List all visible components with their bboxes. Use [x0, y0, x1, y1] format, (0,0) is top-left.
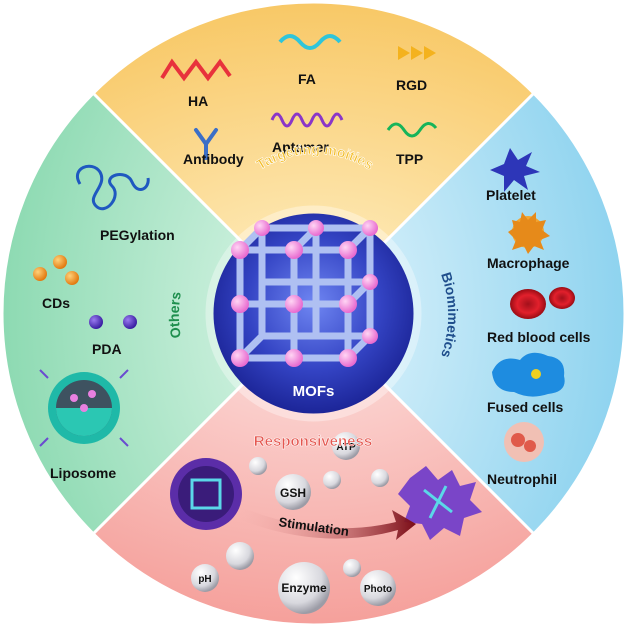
rgd-arrows-icon: [398, 46, 436, 60]
liposome-label: Liposome: [50, 465, 116, 481]
neutrophil-label: Neutrophil: [487, 471, 557, 487]
antibody-label: Antibody: [183, 151, 244, 167]
biomimetics-quadrant: [313, 93, 625, 534]
ph-bubble: [191, 564, 219, 592]
stimuli-bubbles: GSH ATP pH Enzyme Photo: [191, 432, 396, 614]
small-bubble: [371, 469, 389, 487]
fa-wave-icon: [278, 34, 342, 50]
enzyme-bubble: [278, 562, 330, 614]
intact-mof-particle-icon: [170, 458, 242, 530]
others-title: Others: [166, 290, 184, 339]
aptamer-label: Aptamer: [272, 139, 329, 155]
cds-dots-icon: [33, 255, 79, 285]
small-bubble: [249, 457, 267, 475]
aptamer-wave-icon: [270, 112, 344, 128]
ha-zigzag-icon: [160, 58, 232, 82]
platelet-icon: [490, 148, 540, 192]
rgd-label: RGD: [396, 77, 427, 93]
ha-label: HA: [188, 93, 208, 109]
photo-label: Photo: [364, 584, 392, 595]
atp-label: ATP: [336, 442, 356, 453]
others-section: PEGylation CDs PDA Liposome Others: [33, 164, 184, 481]
responsiveness-section: Stimulation GSH ATP pH Enzyme Photo Resp…: [170, 432, 482, 614]
biomimetics-section: Platelet Macrophage Red blood cells Fuse…: [438, 148, 591, 487]
platelet-label: Platelet: [486, 187, 536, 203]
small-bubble: [343, 559, 361, 577]
cds-label: CDs: [42, 295, 70, 311]
photo-bubble: [360, 570, 396, 606]
macrophage-label: Macrophage: [487, 255, 570, 271]
atp-bubble: [332, 432, 360, 460]
macrophage-icon: [508, 212, 550, 254]
pegylation-coil-icon: [76, 164, 150, 210]
liposome-icon: [39, 369, 129, 447]
red-blood-cells-icon: [510, 287, 575, 319]
enzyme-label: Enzyme: [281, 581, 327, 595]
pda-dots-icon: [89, 315, 137, 329]
gsh-label: GSH: [280, 486, 306, 500]
small-bubble: [226, 542, 254, 570]
antibody-icon: [194, 128, 218, 160]
responsiveness-quadrant: [93, 313, 534, 625]
tpp-wave-icon: [386, 122, 438, 138]
fused-cells-icon: [492, 352, 565, 397]
mof-nodes: [231, 220, 378, 367]
small-bubble: [323, 471, 341, 489]
targeting-quadrant: [93, 2, 534, 314]
neutrophil-icon: [504, 422, 544, 462]
biomimetics-title: Biomimetics: [438, 270, 461, 360]
fused-cells-label: Fused cells: [487, 399, 563, 415]
red-blood-cells-label: Red blood cells: [487, 329, 591, 345]
pegylation-label: PEGylation: [100, 227, 175, 243]
responsiveness-title: Responsiveness: [254, 433, 372, 450]
mofs-label: MOFs: [293, 383, 335, 400]
pda-label: PDA: [92, 341, 122, 357]
stimulation-arrow: [236, 506, 416, 540]
fa-label: FA: [298, 71, 316, 87]
gsh-bubble: [275, 474, 311, 510]
burst-mof-particle-icon: [398, 466, 482, 540]
center-mof: MOFs: [205, 205, 422, 422]
ph-label: pH: [198, 574, 211, 585]
tpp-label: TPP: [396, 151, 423, 167]
